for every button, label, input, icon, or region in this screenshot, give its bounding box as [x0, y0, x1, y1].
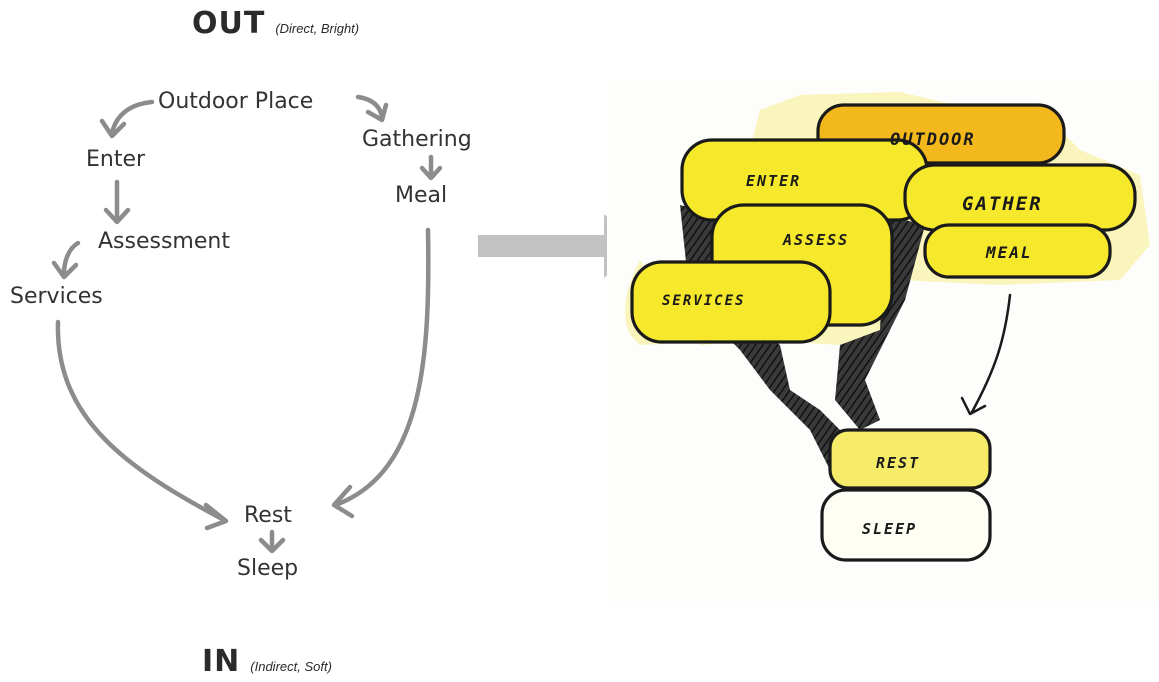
arrow-outdoor-to-gathering-head	[365, 102, 389, 123]
node-outdoor-place: Outdoor Place	[158, 89, 314, 114]
arrow-assessment-to-services	[61, 240, 81, 277]
node-sleep: Sleep	[237, 556, 299, 581]
in-heading-title: IN	[202, 644, 241, 679]
block-services	[630, 260, 832, 344]
in-heading-subtitle: (Indirect, Soft)	[250, 659, 332, 674]
out-heading: OUT (Direct, Bright)	[192, 6, 359, 41]
out-heading-title: OUT	[192, 6, 266, 41]
arrow-assessment-to-services-head	[51, 260, 79, 280]
block-rest	[828, 428, 992, 490]
arrow-outdoor-to-enter-head	[99, 118, 127, 139]
node-enter: Enter	[86, 147, 146, 172]
sketch-label-services: SERVICES	[662, 293, 745, 309]
shadow-scribble	[680, 205, 890, 470]
block-meal	[923, 223, 1112, 279]
node-gathering: Gathering	[362, 127, 472, 152]
sketch-arrow-meal-to-rest-head	[960, 396, 987, 416]
sketch-arrow-meal-to-rest	[970, 293, 1012, 414]
arrow-enter-to-assessment-head	[103, 207, 131, 225]
sketch-label-assess: ASSESS	[782, 231, 849, 249]
arrow-meal-to-rest-head	[331, 484, 355, 519]
arrow-services-to-rest	[55, 319, 227, 523]
node-assessment: Assessment	[98, 229, 230, 254]
arrow-gathering-to-meal-head	[419, 165, 443, 181]
sketch-label-outdoor: OUTDOOR	[890, 130, 976, 150]
in-heading: IN (Indirect, Soft)	[202, 644, 332, 679]
arrow-meal-to-rest	[335, 227, 431, 507]
sketch-label-enter: ENTER	[746, 172, 801, 190]
shadow-scribble-center	[835, 215, 925, 430]
sketch-label-meal: MEAL	[985, 243, 1033, 262]
out-heading-subtitle: (Direct, Bright)	[275, 21, 360, 36]
block-sleep	[820, 488, 992, 562]
sketch-label-sleep: SLEEP	[862, 520, 917, 538]
node-services: Services	[10, 284, 103, 309]
node-meal: Meal	[395, 183, 448, 208]
arrow-rest-to-sleep-head	[258, 537, 286, 554]
sketch-label-gather: GATHER	[962, 193, 1043, 215]
arrow-outdoor-to-enter	[109, 99, 155, 136]
transition-arrow	[478, 214, 640, 278]
arrow-services-to-rest-head	[203, 502, 229, 531]
sketch-label-rest: REST	[876, 454, 920, 472]
node-rest: Rest	[244, 503, 292, 528]
